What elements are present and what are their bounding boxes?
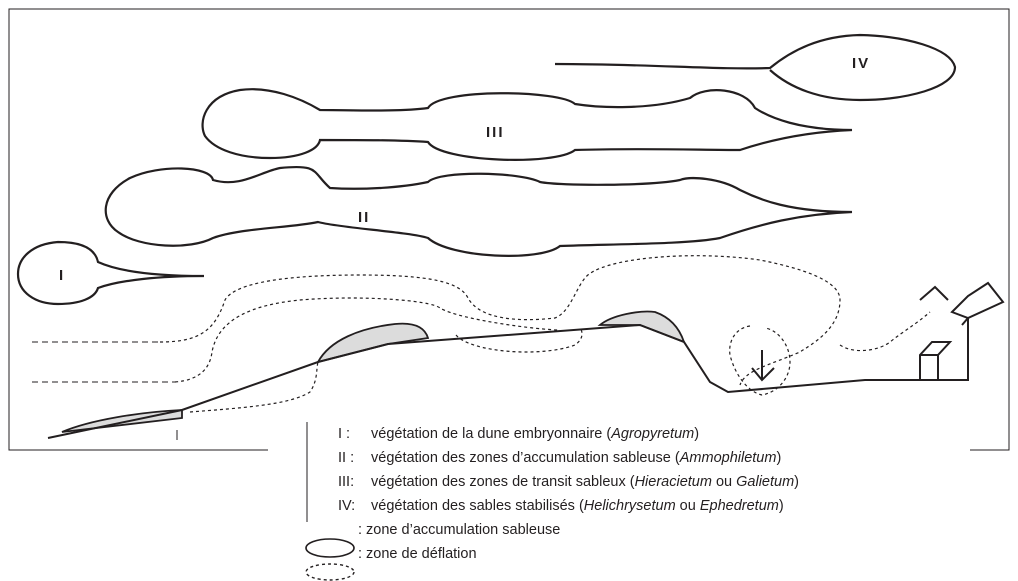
legend-num: II : xyxy=(338,446,371,470)
deflation-contour-upper xyxy=(160,256,840,385)
zone-ii-label: II xyxy=(358,209,370,226)
deflation-hollow xyxy=(730,326,790,395)
legend-accumulation-text: : zone d’accumulation sableuse xyxy=(358,518,560,542)
zone-iii-label: III xyxy=(486,124,505,141)
legend-deflation-symbol xyxy=(306,564,354,580)
legend: I : végétation de la dune embryonnaire (… xyxy=(338,422,1018,566)
legend-text: végétation de la dune embryonnaire (Agro… xyxy=(371,422,699,446)
house-large xyxy=(952,283,1003,325)
legend-text: végétation des zones d’accumulation sabl… xyxy=(371,446,781,470)
terrain-profile xyxy=(48,318,968,438)
zone-ii-outline xyxy=(106,167,852,256)
zone-i-outline xyxy=(18,242,204,304)
legend-accumulation: : zone d’accumulation sableuse xyxy=(358,518,1018,542)
legend-text: végétation des zones de transit sableux … xyxy=(371,470,799,494)
legend-item-i: I : végétation de la dune embryonnaire (… xyxy=(338,422,1018,446)
diagram-frame xyxy=(9,9,1009,450)
legend-item-ii: II : végétation des zones d’accumulation… xyxy=(338,446,1018,470)
legend-text: végétation des sables stabilisés (Helich… xyxy=(371,494,784,518)
legend-deflation: : zone de déflation xyxy=(358,542,1018,566)
legend-deflation-text: : zone de déflation xyxy=(358,542,477,566)
down-arrow-icon xyxy=(752,350,774,380)
legend-num: I : xyxy=(338,422,371,446)
deflation-contour-east xyxy=(840,312,930,351)
zone-i-label: I xyxy=(59,267,65,284)
zone-iii-outline xyxy=(203,89,852,160)
chevron-up-icon xyxy=(920,287,948,300)
legend-num: IV: xyxy=(338,494,371,518)
zone-iv-outline xyxy=(555,35,955,100)
house-small xyxy=(920,342,950,380)
legend-num: III: xyxy=(338,470,371,494)
legend-item-iii: III: végétation des zones de transit sab… xyxy=(338,470,1018,494)
legend-item-iv: IV: végétation des sables stabilisés (He… xyxy=(338,494,1018,518)
zone-iv-label: IV xyxy=(852,55,870,72)
